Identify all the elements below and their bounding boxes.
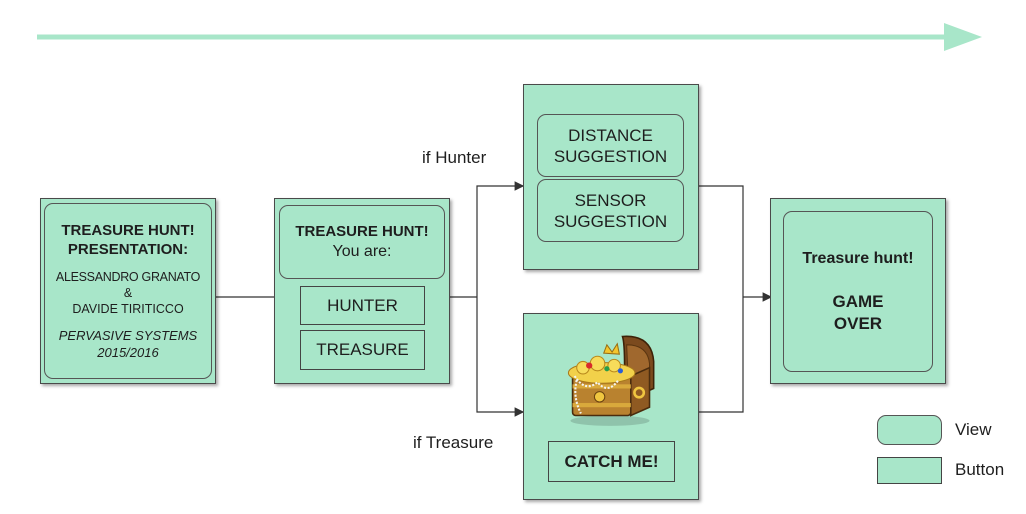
role-prompt-text: You are: [332, 243, 392, 260]
distance-suggestion-line: SUGGESTION [553, 146, 668, 166]
catch-me-button[interactable]: CATCH ME! [548, 441, 675, 482]
hunter-screen: DISTANCE SUGGESTION SENSOR SUGGESTION [523, 84, 699, 270]
role-selection-screen: TREASURE HUNT! You are: HUNTER TREASURE [274, 198, 450, 384]
treasure-button[interactable]: TREASURE [300, 330, 425, 370]
game-over-screen: Treasure hunt! GAME OVER [770, 198, 946, 384]
connector-to-hunter-screen [476, 181, 525, 297]
game-over-title: Treasure hunt! [802, 249, 914, 267]
game-over-line: GAME [832, 291, 884, 311]
presentation-screen: TREASURE HUNT! PRESENTATION: ALESSANDRO … [40, 198, 216, 384]
connector-treasure-to-merge [698, 297, 744, 413]
role-screen-title: TREASURE HUNT! [295, 223, 429, 240]
branch-label-hunter: if Hunter [422, 148, 487, 167]
author-name: DAVIDE TIRITICCO [72, 302, 184, 316]
sensor-suggestion-line: SUGGESTION [553, 211, 668, 231]
game-over-view: Treasure hunt! GAME OVER [783, 211, 933, 372]
sensor-suggestion-view: SENSOR SUGGESTION [537, 179, 684, 242]
connector-to-treasure-screen [476, 297, 525, 417]
role-prompt-view: TREASURE HUNT! You are: [279, 205, 445, 279]
course-year: 2015/2016 [97, 345, 159, 360]
timeline-arrow [37, 23, 982, 51]
presentation-view: TREASURE HUNT! PRESENTATION: ALESSANDRO … [44, 203, 212, 379]
presentation-subtitle: PRESENTATION: [67, 241, 189, 258]
legend-button-label: Button [955, 460, 1005, 479]
author-name: ALESSANDRO GRANATO [55, 270, 201, 284]
treasure-chest-icon [567, 335, 655, 426]
presentation-title: TREASURE HUNT! [61, 222, 195, 239]
hunter-button[interactable]: HUNTER [300, 286, 425, 325]
branch-label-treasure: if Treasure [413, 433, 494, 452]
legend-view-label: View [955, 420, 992, 439]
course-name: PERVASIVE SYSTEMS [58, 328, 198, 343]
connector-hunter-to-merge [698, 185, 744, 297]
game-over-line: OVER [833, 313, 883, 333]
sensor-suggestion-line: SENSOR [574, 190, 647, 210]
distance-suggestion-line: DISTANCE [568, 125, 653, 145]
treasure-screen: CATCH ME! [523, 313, 699, 500]
legend-view-swatch [877, 415, 942, 445]
ampersand-text: & [123, 286, 133, 300]
distance-suggestion-view: DISTANCE SUGGESTION [537, 114, 684, 177]
legend-button-swatch [877, 457, 942, 484]
